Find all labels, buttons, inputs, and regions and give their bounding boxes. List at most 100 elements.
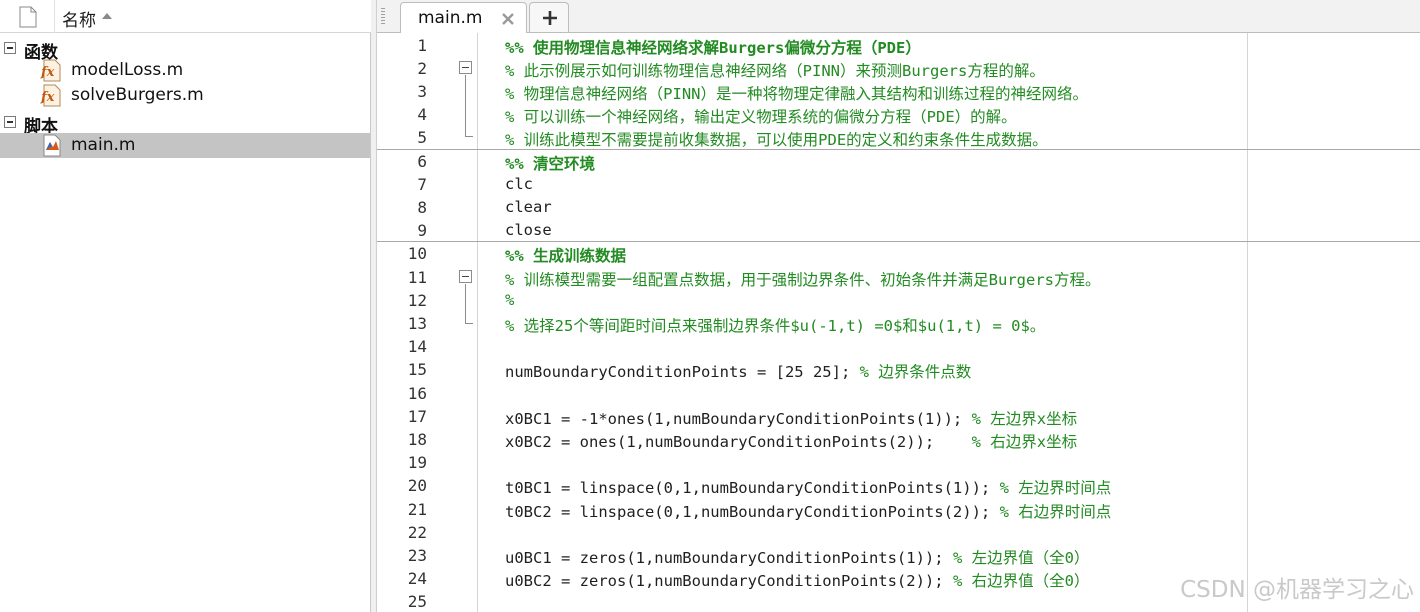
file-browser-panel: 名称 函数 fx modelLoss.m fx solveBurgers.m 脚… bbox=[0, 0, 371, 612]
inline-comment: % 右边界值（全0） bbox=[952, 572, 1090, 591]
tree-group-scripts[interactable]: 脚本 bbox=[0, 110, 370, 137]
code-line[interactable]: 25 bbox=[377, 591, 1420, 612]
code-statement: t0BC1 = linspace(0,1,numBoundaryConditio… bbox=[505, 476, 1111, 498]
code-part: t0BC1 = linspace(0,1,numBoundaryConditio… bbox=[505, 479, 1000, 498]
file-label: solveBurgers.m bbox=[71, 85, 204, 105]
line-number: 18 bbox=[407, 429, 427, 449]
code-line[interactable]: 7 clc bbox=[377, 174, 1420, 197]
code-line[interactable]: 13 % 选择25个等间距时间点来强制边界条件$u(-1,t) =0$和$u(1,… bbox=[377, 313, 1420, 336]
document-icon bbox=[19, 6, 37, 28]
collapse-icon[interactable] bbox=[4, 116, 16, 128]
sort-ascending-icon[interactable] bbox=[102, 13, 112, 19]
code-line[interactable]: 5% 训练此模型不需要提前收集数据，可以使用PDE的定义和约束条件生成数据。 bbox=[377, 127, 1420, 150]
code-line[interactable]: 16 bbox=[377, 383, 1420, 406]
code-part: t0BC2 = linspace(0,1,numBoundaryConditio… bbox=[505, 502, 1000, 521]
code-line[interactable]: 23 u0BC1 = zeros(1,numBoundaryConditionPo… bbox=[377, 545, 1420, 568]
line-number: 19 bbox=[407, 453, 427, 473]
fold-collapse-icon[interactable] bbox=[459, 270, 472, 283]
group-label: 函数 bbox=[24, 43, 58, 63]
inline-comment: % 左边界时间点 bbox=[999, 479, 1112, 498]
line-number: 25 bbox=[407, 592, 427, 612]
line-number: 9 bbox=[417, 221, 427, 241]
line-number: 7 bbox=[417, 174, 427, 194]
code-line[interactable]: 14 bbox=[377, 336, 1420, 359]
file-browser-header: 名称 bbox=[0, 0, 371, 33]
new-tab-button[interactable] bbox=[529, 2, 569, 32]
code-line[interactable]: 22 bbox=[377, 522, 1420, 545]
section-divider bbox=[377, 241, 1420, 242]
tree-item-modelloss[interactable]: fx modelLoss.m bbox=[0, 58, 370, 83]
section-title: %% 生成训练数据 bbox=[505, 247, 626, 266]
fold-collapse-icon[interactable] bbox=[459, 61, 472, 74]
collapse-icon[interactable] bbox=[4, 42, 16, 54]
code-part: u0BC2 = zeros(1,numBoundaryConditionPoin… bbox=[505, 572, 953, 591]
code-line[interactable]: 1%% 使用物理信息神经网络求解Burgers偏微分方程（PDE） bbox=[377, 35, 1420, 58]
icon-column-header[interactable] bbox=[0, 0, 55, 33]
line-number: 3 bbox=[417, 81, 427, 101]
code-line[interactable]: 19 bbox=[377, 452, 1420, 475]
tab-label: main.m bbox=[418, 8, 483, 28]
line-number: 4 bbox=[417, 105, 427, 125]
right-margin-line bbox=[1247, 33, 1248, 612]
inline-comment: % 左边界x坐标 bbox=[971, 409, 1078, 428]
code-statement: close bbox=[505, 221, 552, 240]
code-line[interactable]: 18 x0BC2 = ones(1,numBoundaryConditionPoi… bbox=[377, 429, 1420, 452]
line-number-gutter bbox=[377, 33, 478, 612]
function-file-icon: fx bbox=[40, 59, 61, 82]
svg-text:fx: fx bbox=[40, 90, 55, 105]
line-number: 5 bbox=[417, 128, 427, 148]
code-line[interactable]: 12% bbox=[377, 290, 1420, 313]
code-statement: x0BC1 = -1*ones(1,numBoundaryConditionPo… bbox=[505, 407, 1077, 429]
code-editor[interactable]: 1%% 使用物理信息神经网络求解Burgers偏微分方程（PDE）2% 此示例展… bbox=[377, 33, 1420, 612]
line-number: 23 bbox=[407, 545, 427, 565]
tree-item-solveburgers[interactable]: fx solveBurgers.m bbox=[0, 83, 370, 108]
line-number: 14 bbox=[407, 337, 427, 357]
function-file-icon: fx bbox=[40, 84, 61, 107]
code-line[interactable]: 20 t0BC1 = linspace(0,1,numBoundaryCondit… bbox=[377, 475, 1420, 498]
code-line[interactable]: 9 close bbox=[377, 220, 1420, 243]
plus-icon bbox=[543, 11, 557, 25]
code-statement: x0BC2 = ones(1,numBoundaryConditionPoint… bbox=[505, 430, 1077, 452]
fold-guide-line bbox=[465, 75, 466, 136]
code-statement: u0BC1 = zeros(1,numBoundaryConditionPoin… bbox=[505, 546, 1089, 568]
line-number: 13 bbox=[407, 313, 427, 333]
inline-comment: % 右边界x坐标 bbox=[971, 432, 1078, 451]
code-part: x0BC1 = -1*ones(1,numBoundaryConditionPo… bbox=[505, 409, 972, 428]
code-line[interactable]: 21 t0BC2 = linspace(0,1,numBoundaryCondit… bbox=[377, 499, 1420, 522]
code-part: x0BC2 = ones(1,numBoundaryConditionPoint… bbox=[505, 432, 972, 451]
svg-text:fx: fx bbox=[40, 65, 55, 80]
drag-grip-icon[interactable] bbox=[381, 8, 385, 24]
fold-end-marker bbox=[465, 136, 473, 137]
tree-group-functions[interactable]: 函数 bbox=[0, 36, 370, 63]
code-line[interactable]: 4% 可以训练一个神经网络，输出定义物理系统的偏微分方程（PDE）的解。 bbox=[377, 104, 1420, 127]
editor-tab-bar: main.m bbox=[377, 0, 1420, 33]
line-number: 21 bbox=[407, 499, 427, 519]
code-line[interactable]: 2% 此示例展示如何训练物理信息神经网络（PINN）来预测Burgers方程的解… bbox=[377, 58, 1420, 81]
tree-item-main[interactable]: main.m bbox=[0, 133, 370, 158]
tab-main-m[interactable]: main.m bbox=[400, 2, 527, 33]
group-label: 脚本 bbox=[24, 117, 58, 137]
code-line[interactable]: 10%% 生成训练数据 bbox=[377, 243, 1420, 266]
file-label: modelLoss.m bbox=[71, 60, 184, 80]
code-line[interactable]: 24 u0BC2 = zeros(1,numBoundaryConditionPo… bbox=[377, 568, 1420, 591]
name-column-header[interactable]: 名称 bbox=[62, 11, 96, 31]
line-number: 15 bbox=[407, 360, 427, 380]
section-title: %% 清空环境 bbox=[505, 154, 595, 173]
inline-comment: % 边界条件点数 bbox=[859, 363, 972, 382]
code-line[interactable]: 3% 物理信息神经网络（PINN）是一种将物理定律融入其结构和训练过程的神经网络… bbox=[377, 81, 1420, 104]
line-number: 24 bbox=[407, 569, 427, 589]
panel-splitter[interactable] bbox=[371, 0, 377, 612]
code-line[interactable]: 6%% 清空环境 bbox=[377, 151, 1420, 174]
comment-text: % bbox=[505, 290, 515, 309]
close-icon[interactable] bbox=[501, 12, 515, 26]
comment-text: % 选择25个等间距时间点来强制边界条件$u(-1,t) =0$和$u(1,t)… bbox=[505, 316, 1046, 335]
line-number: 20 bbox=[407, 476, 427, 496]
fold-guide-line bbox=[465, 284, 466, 323]
code-statement: clc bbox=[505, 174, 533, 193]
line-number: 2 bbox=[417, 58, 427, 78]
section-title: %% 使用物理信息神经网络求解Burgers偏微分方程（PDE） bbox=[505, 38, 921, 57]
code-line[interactable]: 11% 训练模型需要一组配置点数据，用于强制边界条件、初始条件并满足Burger… bbox=[377, 267, 1420, 290]
